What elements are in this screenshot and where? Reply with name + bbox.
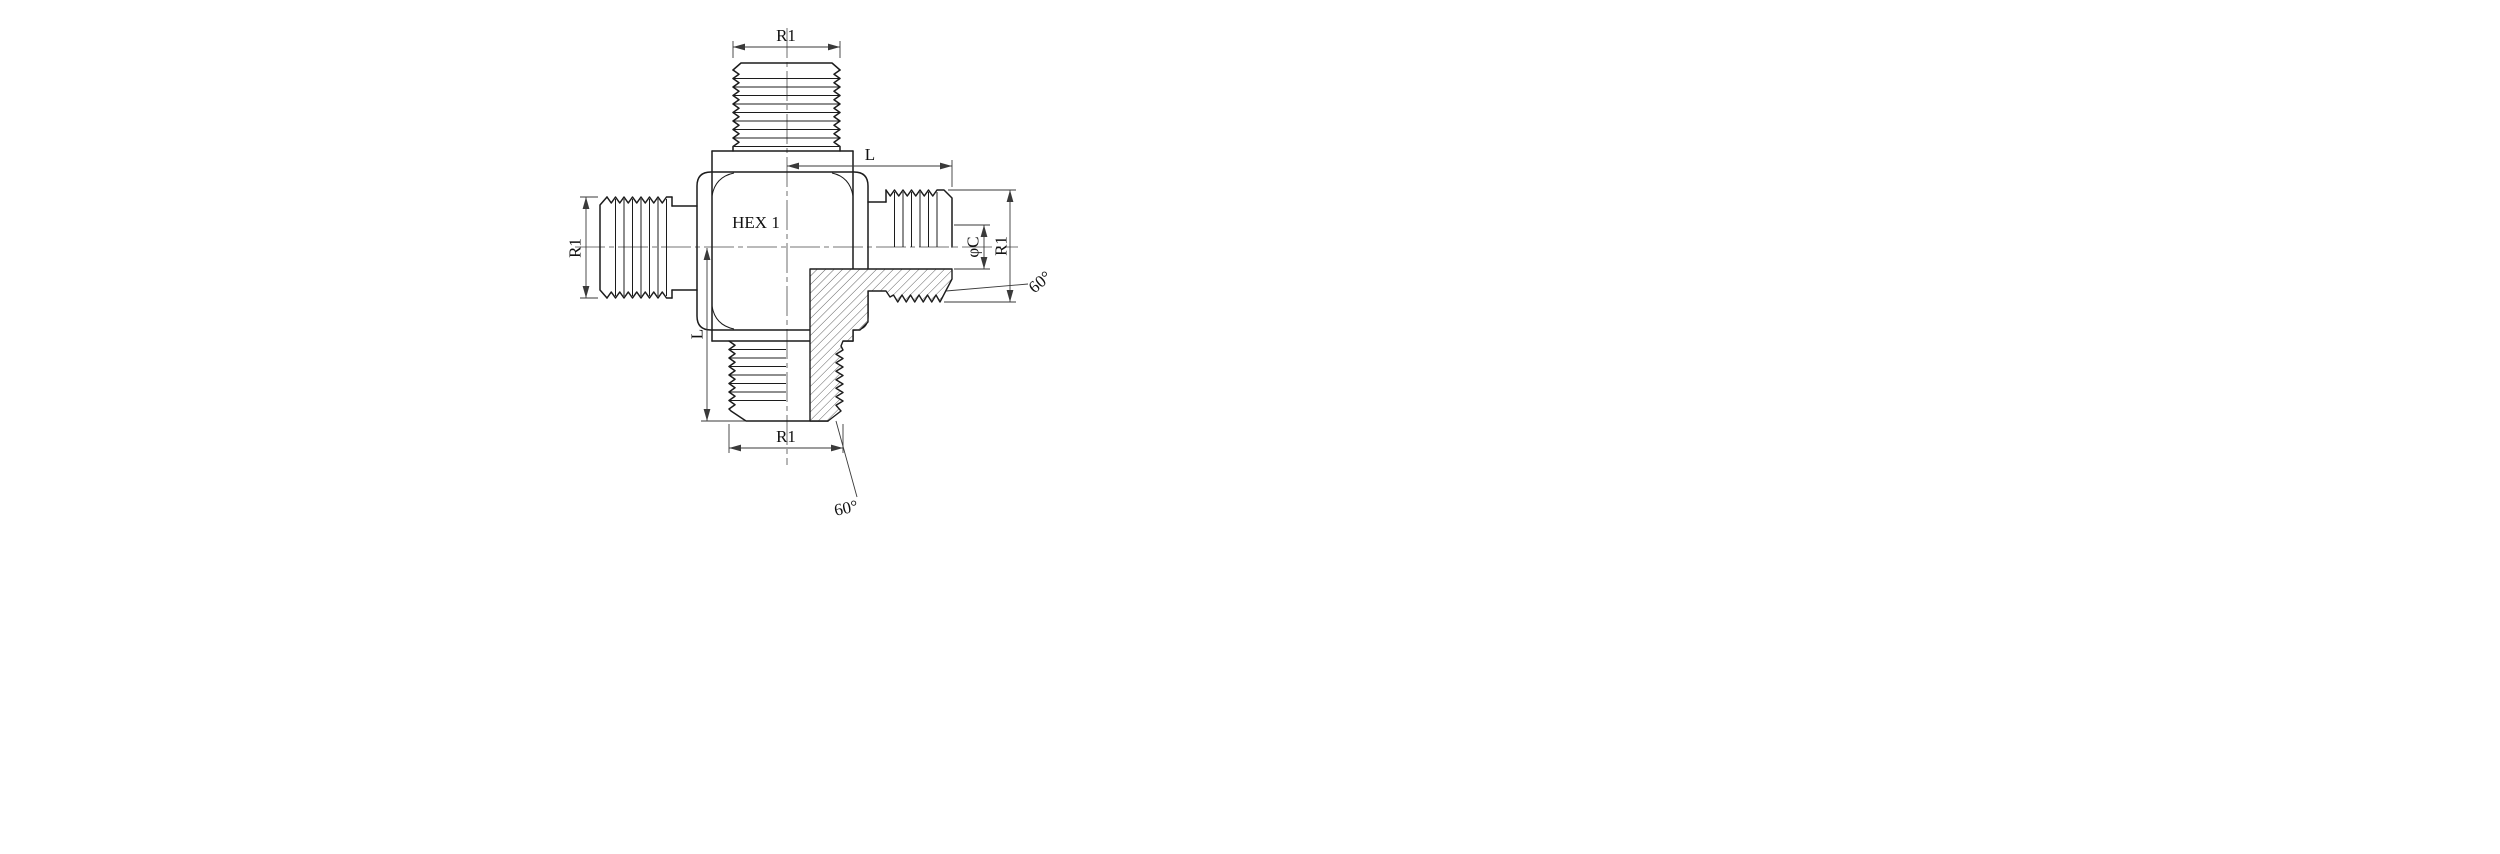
dim-bottom-length: L bbox=[688, 248, 745, 422]
top-port-thread-left-edge bbox=[732, 69, 740, 152]
body-corner-arc bbox=[711, 305, 735, 330]
dim-bottom-r1-label: R1 bbox=[776, 427, 796, 446]
top-port-end-chamfer bbox=[732, 62, 841, 71]
dim-left-width: R1 bbox=[566, 196, 598, 299]
dim-top-r1-label: R1 bbox=[776, 26, 796, 45]
dim-bore-diameter: φC bbox=[954, 224, 990, 270]
left-port-thread-bottom-edge bbox=[606, 291, 673, 299]
top-port-thread-right-edge bbox=[833, 69, 841, 152]
dim-right-length: L bbox=[787, 145, 953, 187]
hex-size-label: HEX 1 bbox=[732, 213, 780, 232]
body-corner-arc bbox=[831, 172, 854, 197]
angle-bottom-label: 60° bbox=[832, 496, 859, 520]
hex-label: HEX 1 bbox=[732, 213, 780, 232]
dim-left-r1-label: R1 bbox=[566, 238, 585, 258]
dim-length-bottom-label: L bbox=[688, 329, 707, 339]
fitting-geometry bbox=[599, 62, 953, 422]
section-cut-hatched-area bbox=[809, 268, 953, 422]
centerlines bbox=[575, 28, 1018, 465]
left-port-end-face bbox=[599, 196, 608, 299]
dim-bore-dia-label: φC bbox=[964, 236, 983, 257]
dim-top-width: R1 bbox=[732, 26, 841, 58]
dim-right-r1-label: R1 bbox=[992, 236, 1011, 256]
dim-right-width: R1 bbox=[944, 189, 1016, 303]
dim-length-right-label: L bbox=[865, 145, 875, 164]
bottom-port-thread-left-edge bbox=[728, 340, 829, 422]
angle-right-callout: 60° bbox=[945, 267, 1055, 297]
body-corner-arc bbox=[711, 172, 735, 197]
right-port-thread-top-edge bbox=[885, 189, 953, 248]
angle-bottom-callout: 60° bbox=[832, 420, 860, 520]
dim-bottom-width: R1 bbox=[728, 424, 844, 453]
angle-right-label: 60° bbox=[1025, 267, 1055, 297]
left-port-thread-top-edge bbox=[606, 196, 673, 204]
